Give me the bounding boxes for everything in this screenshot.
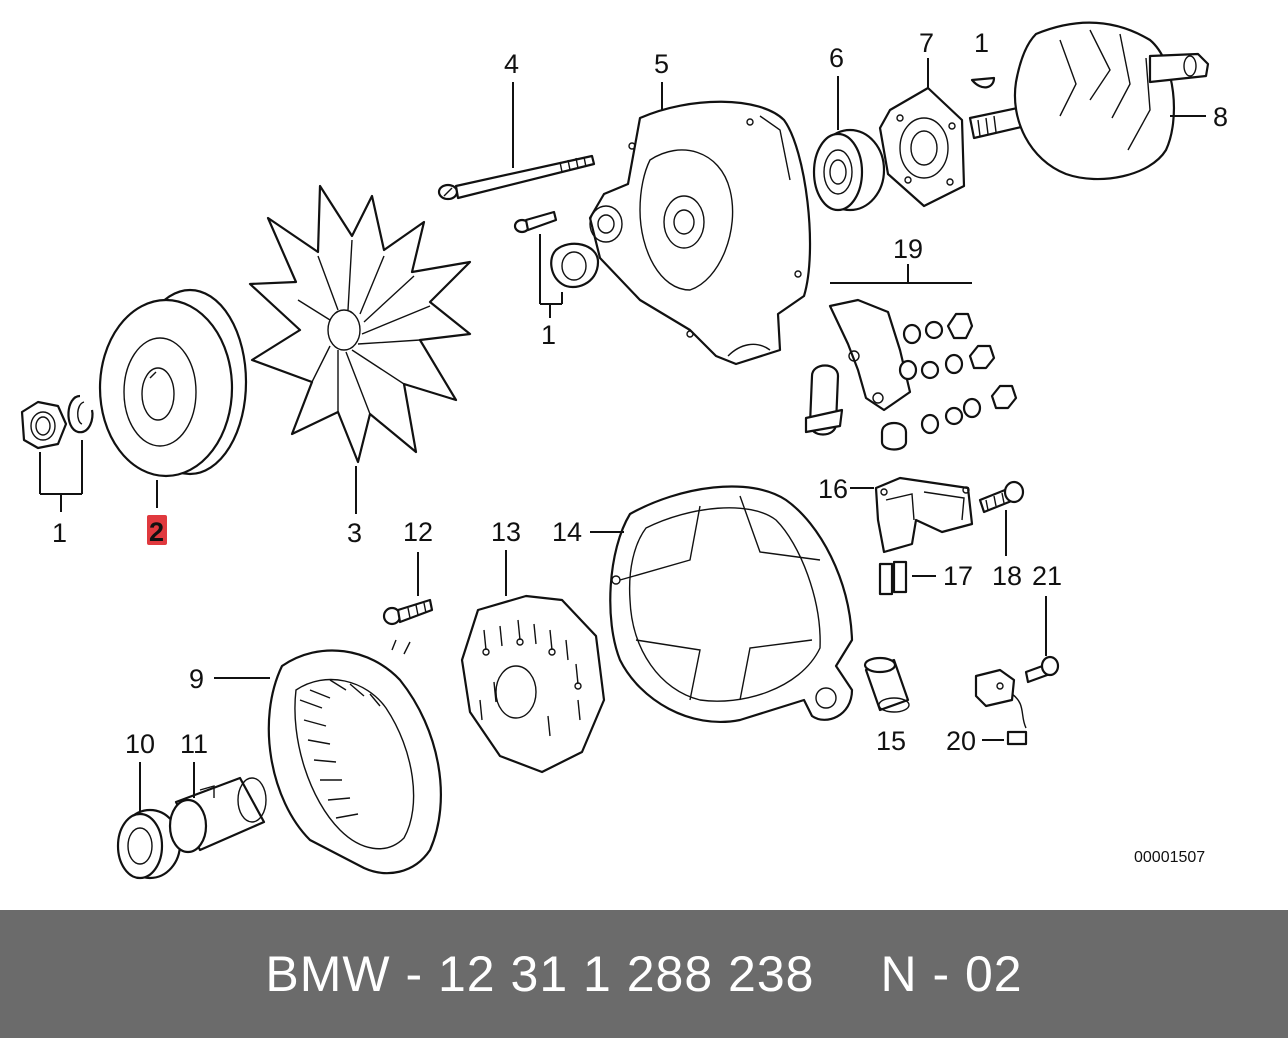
label-nut-washer: 1 xyxy=(52,518,67,548)
slip-ring-housing-part[interactable] xyxy=(609,485,854,723)
pulley-part[interactable] xyxy=(98,288,248,478)
label-front-bearing: 6 xyxy=(829,43,844,73)
label-brush: 17 xyxy=(943,561,973,591)
drawing-number: 00001507 xyxy=(1134,849,1205,866)
fan-part[interactable] xyxy=(248,184,472,464)
regulator-screw-part[interactable] xyxy=(978,480,1025,514)
position-text: N - 02 xyxy=(880,946,1023,1002)
exploded-parts-diagram: 1 2 3 4 1 xyxy=(20,21,1228,880)
hardware-kit-part[interactable] xyxy=(804,298,1018,451)
label-hardware-kit: 19 xyxy=(893,234,923,264)
label-sleeve: 15 xyxy=(876,726,906,756)
bush-part[interactable] xyxy=(168,776,267,854)
label-regulator-screw: 18 xyxy=(992,561,1022,591)
label-suppressor: 20 xyxy=(946,726,976,756)
rear-bearing-part[interactable] xyxy=(116,808,182,880)
label-regulator: 16 xyxy=(818,474,848,504)
part-number-text: BMW - 12 31 1 288 238 xyxy=(265,946,815,1002)
label-slip-ring-housing: 14 xyxy=(552,517,582,547)
label-rectifier: 13 xyxy=(491,517,521,547)
label-stator: 9 xyxy=(189,664,204,694)
screw-spacer-part[interactable] xyxy=(513,210,600,289)
label-pulley[interactable]: 2 xyxy=(149,517,164,547)
label-rectifier-screw: 12 xyxy=(403,517,433,547)
woodruff-key-part[interactable] xyxy=(970,76,996,89)
label-screw-21: 21 xyxy=(1032,561,1062,591)
drive-end-housing-part[interactable] xyxy=(588,100,812,366)
stator-part[interactable] xyxy=(267,639,442,875)
rotor-part[interactable] xyxy=(968,21,1210,181)
label-rear-bearing: 10 xyxy=(125,729,155,759)
part-number-footer: BMW - 12 31 1 288 238 N - 02 xyxy=(0,910,1288,1038)
label-bush: 11 xyxy=(180,729,208,759)
regulator-part[interactable] xyxy=(874,476,974,554)
rectifier-screw-part[interactable] xyxy=(382,598,434,626)
highlight-badge xyxy=(147,515,167,545)
nut-and-washer-part[interactable] xyxy=(20,394,94,450)
long-bolt-part[interactable] xyxy=(437,154,596,201)
label-screw-spacer: 1 xyxy=(541,320,556,350)
brush-part[interactable] xyxy=(878,560,908,596)
bearing-plate-part[interactable] xyxy=(878,86,966,208)
front-bearing-part[interactable] xyxy=(812,128,886,212)
screw-21-part[interactable] xyxy=(1024,655,1060,684)
sleeve-part[interactable] xyxy=(863,656,910,713)
label-woodruff-key: 1 xyxy=(974,28,989,58)
label-drive-end-housing: 5 xyxy=(654,49,669,79)
label-long-bolt: 4 xyxy=(504,49,519,79)
label-rotor: 8 xyxy=(1213,102,1228,132)
suppressor-part[interactable] xyxy=(974,668,1028,746)
label-fan: 3 xyxy=(347,518,362,548)
rectifier-part[interactable] xyxy=(460,594,606,774)
label-bearing-plate: 7 xyxy=(919,28,934,58)
